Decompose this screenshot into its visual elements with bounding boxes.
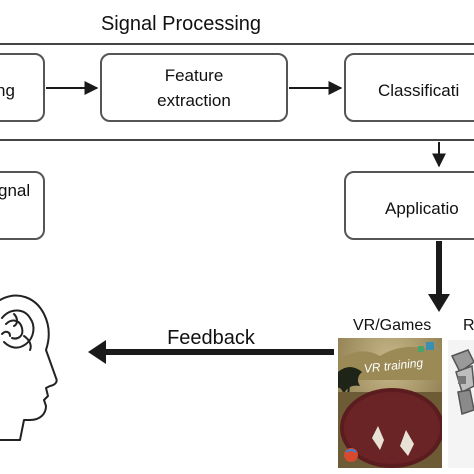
preprocessing-box: [0, 53, 45, 122]
preprocessing-label: ng: [0, 81, 15, 100]
application-box: [344, 171, 474, 240]
feature-extraction-box: [100, 53, 288, 122]
application-label: Applicatio: [385, 199, 459, 218]
signal-acquisition-box: [0, 171, 45, 240]
feature-extraction-label-line2: extraction: [157, 91, 231, 110]
vr-games-label: VR/Games: [353, 317, 431, 334]
feedback-arrow-head: [88, 340, 106, 364]
classification-box: [344, 53, 474, 122]
feature-extraction-label-line1: Feature: [165, 66, 224, 85]
right-partial-label: R: [463, 317, 474, 334]
vr-training-label: VR training: [363, 356, 424, 376]
arrow-application-to-vr-head: [428, 294, 450, 312]
page-title: Signal Processing: [101, 13, 261, 35]
robot-device-image: [448, 340, 474, 468]
signal-acquisition-label: gnal: [0, 181, 30, 200]
classification-label: Classificati: [378, 81, 459, 100]
feedback-label: Feedback: [167, 327, 256, 349]
head-icon: [0, 294, 58, 441]
vr-scene-image: [338, 338, 442, 468]
